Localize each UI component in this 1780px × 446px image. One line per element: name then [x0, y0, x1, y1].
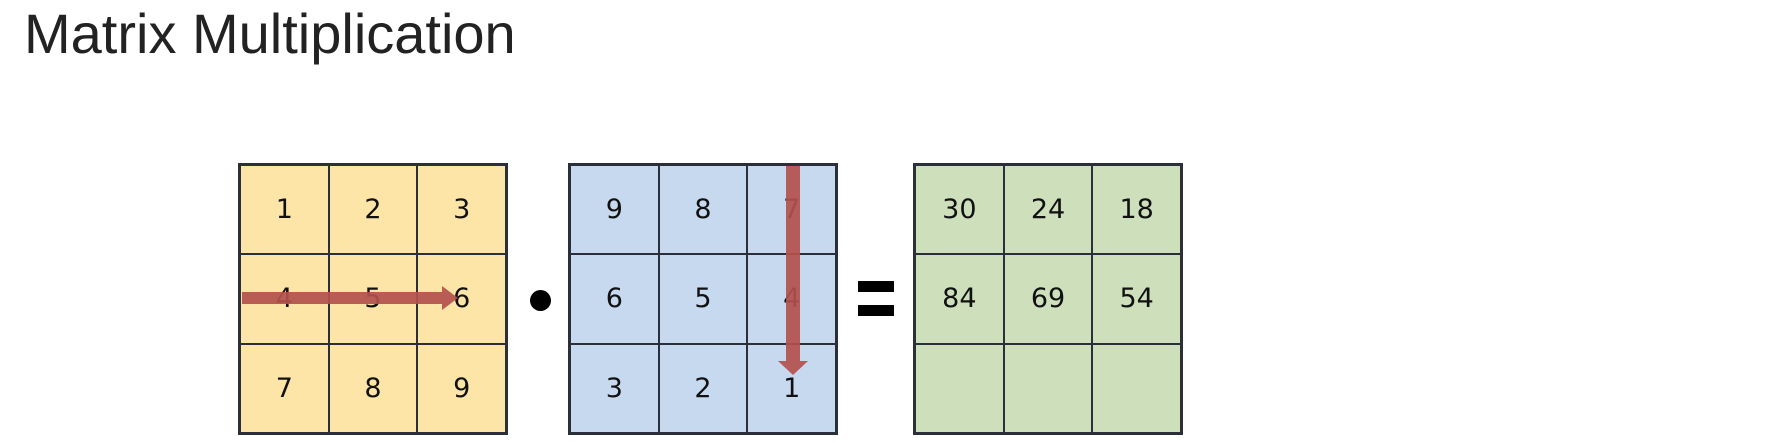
matrix-c: 30 24 18 84 69 54	[913, 163, 1183, 435]
matrix-c-cell	[915, 343, 1004, 433]
matrix-c-cell	[1092, 343, 1181, 433]
matrix-b-cell: 4	[747, 254, 836, 344]
matrix-a-cell: 5	[328, 254, 418, 344]
matrix-b: 9 8 7 6 5 4 3 2 1	[568, 163, 838, 435]
matrix-b-cell: 9	[570, 165, 659, 255]
matrix-c-cell: 24	[1003, 165, 1093, 255]
matrix-a: 1 2 3 4 5 6 7 8 9	[238, 163, 508, 435]
equals-bar-top	[858, 281, 894, 292]
matrix-b-cell: 8	[658, 165, 748, 255]
matrix-a-cell: 2	[328, 165, 418, 255]
matrix-b-cell: 5	[658, 254, 748, 344]
matrix-c-cell: 30	[915, 165, 1004, 255]
matrix-a-cell: 7	[240, 343, 329, 433]
dot-operator-icon	[530, 290, 551, 311]
matrix-b-cell: 6	[570, 254, 659, 344]
matrix-c-cell: 84	[915, 254, 1004, 344]
matrix-a-cell: 6	[417, 254, 506, 344]
matrix-a-cell: 8	[328, 343, 418, 433]
matrix-a-cell: 9	[417, 343, 506, 433]
equals-bar-bottom	[858, 305, 894, 316]
matrix-c-cell: 18	[1092, 165, 1181, 255]
matrix-c-cell	[1003, 343, 1093, 433]
matrix-a-cell: 4	[240, 254, 329, 344]
equals-operator-icon	[858, 281, 894, 316]
matrix-c-cell: 54	[1092, 254, 1181, 344]
matrix-b-cell: 1	[747, 343, 836, 433]
matrix-b-cell: 3	[570, 343, 659, 433]
page-title: Matrix Multiplication	[24, 2, 516, 65]
matrix-b-cell: 2	[658, 343, 748, 433]
matrix-a-cell: 3	[417, 165, 506, 255]
matrix-b-cell: 7	[747, 165, 836, 255]
matrix-c-cell: 69	[1003, 254, 1093, 344]
matrix-a-cell: 1	[240, 165, 329, 255]
